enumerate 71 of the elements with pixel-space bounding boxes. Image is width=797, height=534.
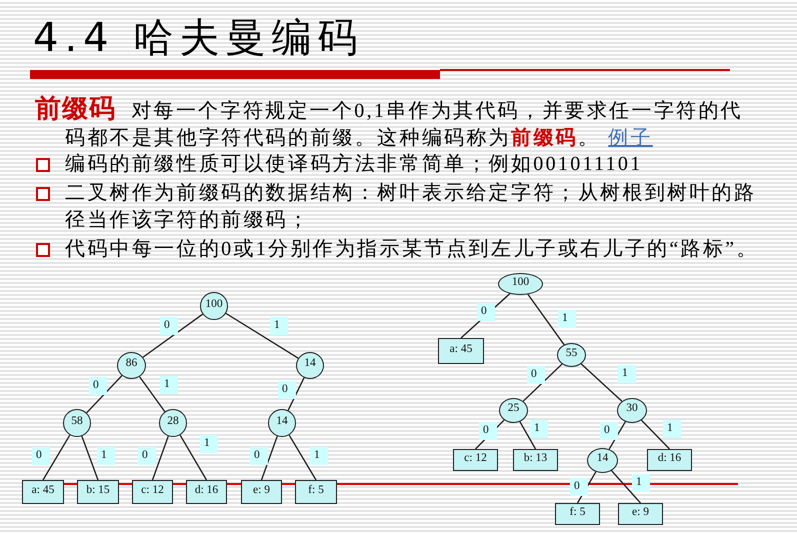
- leaf-node: f: 5: [295, 480, 337, 504]
- internal-node: 55: [557, 343, 586, 367]
- tree-edge: [180, 434, 208, 480]
- leaf-node: d: 16: [186, 480, 227, 504]
- leaf-node: c: 12: [132, 480, 173, 504]
- tree-edge: [288, 434, 317, 480]
- leaf-node: b: 15: [77, 480, 119, 504]
- leaf-node: e: 9: [241, 480, 282, 504]
- tree-edge: [288, 377, 305, 411]
- bullet-text: 编码的前缀性质可以使译码方法非常简单；例如001011101: [65, 152, 644, 177]
- leaf-node: e: 9: [618, 503, 663, 525]
- edge-label: 1: [618, 365, 636, 383]
- internal-node: 58: [63, 409, 91, 437]
- internal-node: 86: [117, 352, 146, 379]
- bullet-text: 代码中每一位的0或1分别作为指示某节点到左儿子或右儿子的“路标”。: [65, 237, 760, 262]
- edge-label: 1: [270, 317, 288, 335]
- bullet-text: 二叉树作为前缀码的数据结构：树叶表示给定字符；从树根到树叶的路径当作该字符的前缀码；: [65, 181, 758, 233]
- edge-label: 0: [138, 447, 156, 465]
- edge-label: 0: [479, 422, 497, 440]
- slide-title: 4.4 哈夫曼编码: [33, 14, 364, 63]
- edge-label: 1: [160, 376, 178, 394]
- edge-label: 1: [663, 420, 681, 438]
- edge-label: 0: [600, 422, 618, 440]
- definition-paragraph: 前缀码 对每一个字符规定一个0,1串作为其代码，并要求任一字符的代码都不是其他字符代码的前缀。这种编码称为前缀码。 例子: [35, 95, 744, 151]
- edge-label: 0: [570, 478, 588, 496]
- internal-node: 14: [268, 409, 296, 437]
- edge-label: 0: [160, 317, 178, 335]
- tree-edge: [522, 364, 562, 402]
- example-link: 例子: [608, 127, 653, 149]
- leaf-node: a: 45: [438, 338, 484, 364]
- internal-node: 14: [587, 448, 618, 473]
- internal-node: 100: [498, 273, 543, 295]
- internal-node: 14: [296, 352, 324, 379]
- tree-edge: [226, 312, 299, 359]
- tree-edge: [576, 471, 596, 504]
- tree-edge: [580, 363, 622, 402]
- edge-label: 1: [310, 447, 328, 465]
- internal-node: 100: [200, 292, 228, 320]
- tree-edge: [460, 293, 510, 338]
- tree-edge: [152, 436, 169, 480]
- edge-label: 1: [97, 447, 115, 465]
- tree-edge: [260, 436, 278, 480]
- tree-edge: [519, 421, 536, 450]
- tree-edge: [527, 294, 565, 346]
- tree-edge: [475, 420, 505, 450]
- leaf-node: f: 5: [555, 503, 600, 525]
- tree-edge: [608, 421, 626, 450]
- tree-edge: [139, 376, 166, 412]
- leaf-node: b: 13: [513, 449, 558, 471]
- edge-label: 0: [32, 447, 50, 465]
- edge-label: 0: [89, 377, 107, 395]
- internal-node: 30: [617, 398, 647, 423]
- tree-edge: [611, 470, 641, 504]
- edge-label: 0: [278, 381, 296, 399]
- edge-label: 1: [632, 474, 650, 492]
- edge-label: 0: [477, 303, 495, 321]
- edge-label: 1: [558, 310, 576, 328]
- tree-edge: [86, 375, 122, 414]
- tree-edge: [42, 434, 70, 480]
- tree-edge: [81, 436, 99, 480]
- edge-label: 1: [200, 435, 218, 453]
- internal-node: 25: [499, 398, 528, 423]
- leaf-node: c: 12: [453, 449, 498, 471]
- edge-label: 0: [250, 447, 268, 465]
- edge-label: 1: [530, 420, 548, 438]
- internal-node: 28: [159, 409, 187, 437]
- tree-edge: [142, 314, 204, 358]
- edge-label: 0: [527, 366, 545, 384]
- leaf-node: a: 45: [22, 480, 64, 504]
- tree-edge: [640, 420, 670, 450]
- leaf-node: d: 16: [647, 449, 692, 471]
